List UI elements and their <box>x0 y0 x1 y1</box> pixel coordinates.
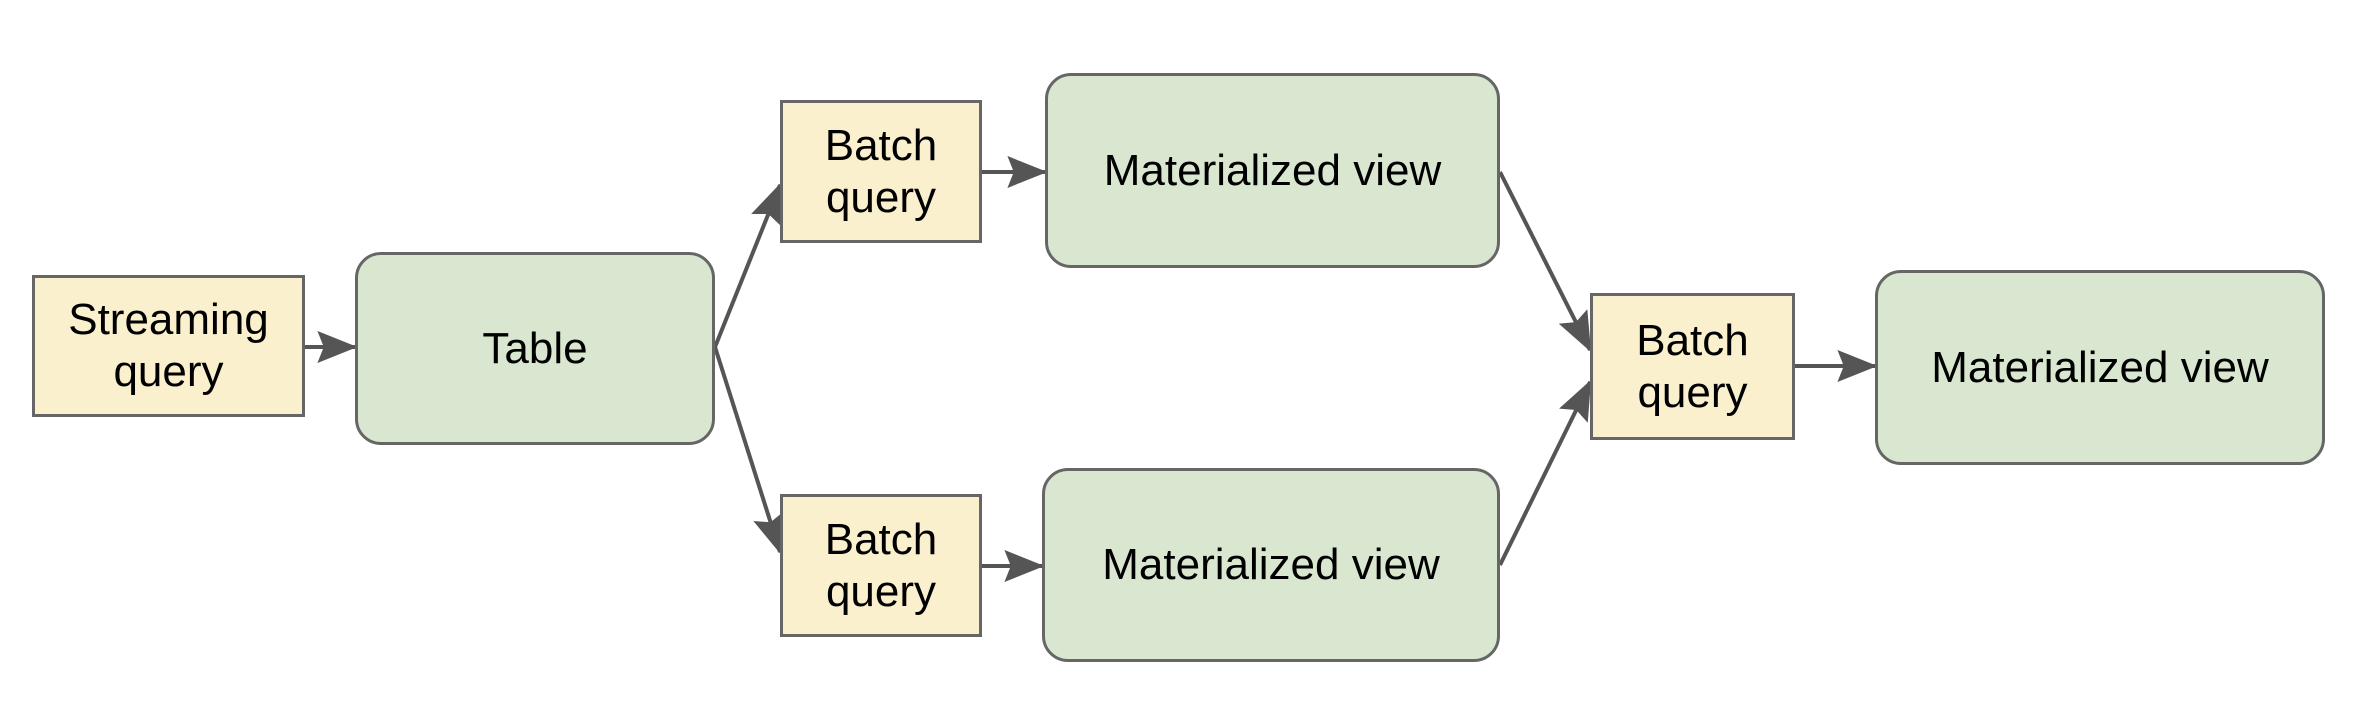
node-label-table: Table <box>482 323 588 373</box>
node-batch-query-merge[interactable]: Batch query <box>1590 293 1795 440</box>
node-materialized-view-final[interactable]: Materialized view <box>1875 270 2325 465</box>
node-label-streaming-query: Streaming query <box>68 295 269 396</box>
node-label-batch-query-bottom: Batch query <box>824 514 938 616</box>
node-streaming-query[interactable]: Streaming query <box>32 275 305 417</box>
node-materialized-view-top[interactable]: Materialized view <box>1045 73 1500 268</box>
node-batch-query-bottom[interactable]: Batch query <box>780 494 982 637</box>
node-label-batch-query-top: Batch query <box>824 120 938 222</box>
node-materialized-view-bottom[interactable]: Materialized view <box>1042 468 1500 662</box>
node-batch-query-top[interactable]: Batch query <box>780 100 982 243</box>
edge-materialized-view-top-to-batch-query-merge <box>1498 171 1592 353</box>
edge-table-to-batch-query-bottom <box>713 346 784 555</box>
edge-materialized-view-bottom-to-batch-query-merge <box>1498 379 1592 566</box>
node-label-materialized-view-final: Materialized view <box>1931 342 2269 392</box>
node-table[interactable]: Table <box>355 252 715 445</box>
node-label-materialized-view-top: Materialized view <box>1103 145 1442 195</box>
node-label-batch-query-merge: Batch query <box>1636 315 1749 417</box>
edge-table-to-batch-query-top <box>713 182 782 348</box>
node-label-materialized-view-bottom: Materialized view <box>1102 540 1440 590</box>
